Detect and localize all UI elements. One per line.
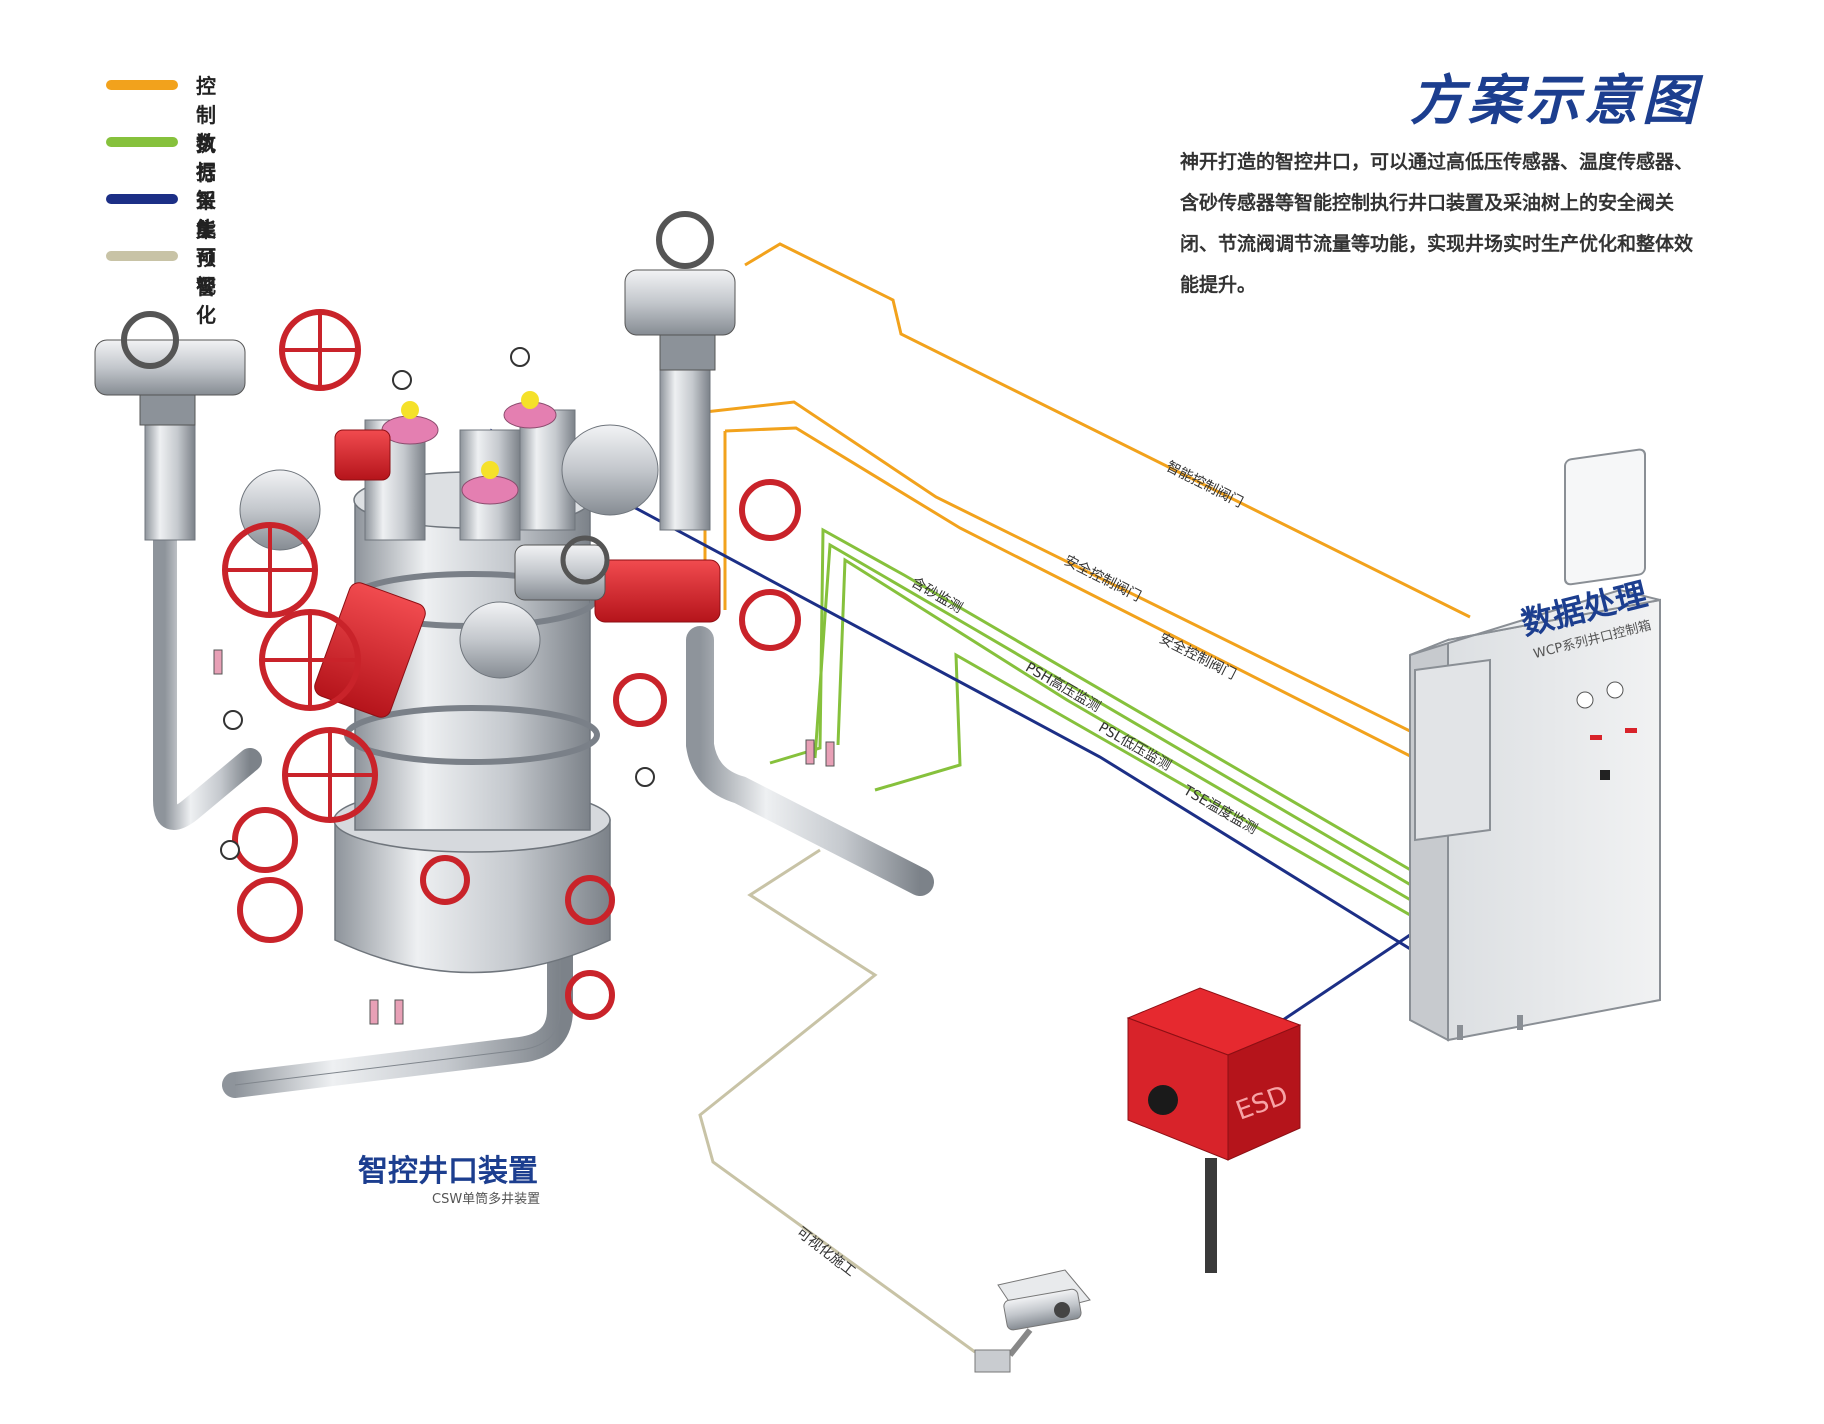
legend-swatch — [106, 194, 178, 204]
control-panel — [1564, 448, 1646, 586]
smart-valve-line — [744, 242, 1471, 619]
base-housing — [334, 819, 611, 974]
legend-label: 智能预警 — [196, 188, 216, 299]
control-box-door — [1414, 658, 1491, 842]
esd-box: ESD — [1126, 987, 1302, 1273]
wellhead-assembly — [94, 211, 934, 1098]
red-actuator — [314, 582, 426, 718]
control-box — [1409, 448, 1661, 1042]
legend-label: 可视化 — [196, 245, 216, 327]
psl-monitor-line — [836, 557, 1446, 922]
sensors — [213, 649, 835, 1025]
legend-label: 数据采集 — [196, 131, 216, 242]
legend-swatch — [106, 137, 178, 147]
legend-label: 控制执行 — [196, 74, 216, 185]
gauges — [220, 347, 655, 860]
psh-monitor-line — [813, 542, 1446, 907]
red-actuator — [334, 429, 391, 481]
safety-valve-line-1 — [704, 400, 1419, 737]
sand-monitor-line — [769, 527, 1446, 892]
electric-actuator-right — [624, 211, 736, 371]
wellhead-subtitle: CSW单筒多井装置 — [432, 1192, 541, 1207]
legend-swatch — [106, 251, 178, 261]
page-title: 方案示意图 — [1410, 69, 1700, 132]
esd-line — [1267, 933, 1411, 1032]
warning-line — [489, 428, 1421, 957]
electric-actuator-center — [514, 535, 610, 601]
description-text: 神开打造的智控井口，可以通过高低压传感器、温度传感器、含砂传感器等智能控制执行井… — [1180, 151, 1694, 296]
safety-valve-line-2 — [724, 426, 1419, 762]
red-actuator — [594, 559, 721, 623]
right-pipe — [686, 626, 934, 896]
data-lines — [769, 527, 1446, 937]
wellhead-caption: 智控井口装置 CSW单筒多井装置 — [358, 1146, 540, 1207]
esd-post — [1205, 1158, 1217, 1273]
surveillance-camera — [974, 1269, 1091, 1373]
esd-button — [1148, 1085, 1178, 1115]
wellhead-title: 智控井口装置 — [358, 1154, 538, 1189]
left-pipe — [153, 478, 262, 830]
pink-cap — [461, 475, 519, 505]
electric-actuator-left — [94, 311, 246, 426]
video-line — [698, 848, 976, 1354]
tse-monitor-line — [874, 652, 1446, 937]
legend-swatch — [106, 80, 178, 90]
alarm-lines — [489, 428, 1421, 1032]
video-lines — [698, 848, 976, 1354]
